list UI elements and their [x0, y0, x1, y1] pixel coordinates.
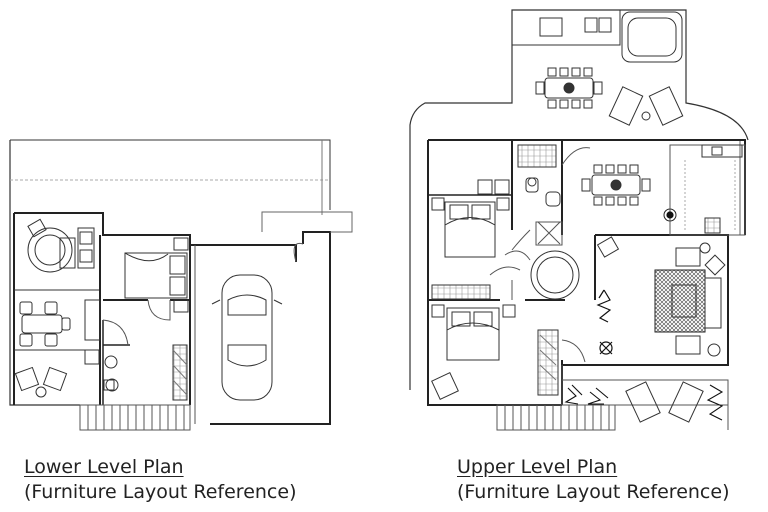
- upper-plan-subtitle: (Furniture Layout Reference): [457, 481, 730, 503]
- lower-plan-caption: Lower Level Plan (Furniture Layout Refer…: [24, 455, 296, 505]
- spiral-stair: [531, 251, 579, 299]
- upper-dining-table: [592, 175, 640, 195]
- upper-plan-caption: Upper Level Plan (Furniture Layout Refer…: [457, 455, 729, 505]
- upper-level-plan: [410, 10, 748, 430]
- outdoor-dining-table: [545, 78, 593, 98]
- lower-level-plan: [10, 140, 352, 430]
- lower-plan-title: Lower Level Plan: [24, 456, 184, 478]
- upper-bed-2: [447, 308, 499, 360]
- lower-plan-subtitle: (Furniture Layout Reference): [24, 481, 297, 503]
- living-room-rug: [655, 270, 705, 332]
- upper-plan-title: Upper Level Plan: [457, 456, 618, 478]
- lower-bed: [125, 253, 187, 298]
- terrace-plants: [566, 385, 722, 420]
- lower-garage-car: [222, 275, 272, 400]
- upper-bed-1: [445, 202, 495, 257]
- indoor-plants: [598, 212, 673, 354]
- hot-tub: [622, 12, 682, 62]
- upper-stairs: [497, 405, 615, 430]
- lower-dining-table: [22, 315, 62, 333]
- round-desk: [28, 228, 72, 272]
- lower-stairs: [80, 405, 190, 430]
